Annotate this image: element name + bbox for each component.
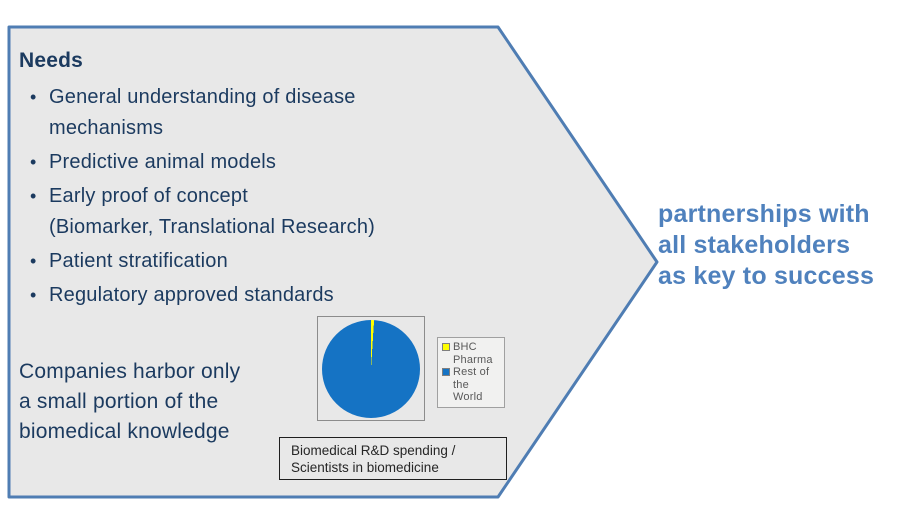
chart-caption-box: Biomedical R&D spending / Scientists in … bbox=[279, 437, 507, 480]
bullet-text: Patient stratification bbox=[49, 250, 228, 272]
needs-block: Needs • General understanding of disease… bbox=[19, 46, 459, 314]
right-arrow-outline bbox=[7, 25, 659, 499]
bullet-marker: • bbox=[30, 251, 37, 271]
bullet-text: General understanding of disease mechani… bbox=[49, 86, 356, 139]
legend-swatch-bhc-pharma bbox=[442, 343, 450, 351]
bullet-marker: • bbox=[30, 152, 37, 172]
bullet-item: • Patient stratification bbox=[19, 246, 459, 277]
bullet-item: • Regulatory approved standards bbox=[19, 280, 459, 311]
legend-label: BHC Pharma bbox=[453, 341, 493, 366]
bullet-marker: • bbox=[30, 87, 37, 107]
legend-item-bhc-pharma: BHC Pharma bbox=[442, 341, 501, 366]
needs-title: Needs bbox=[19, 49, 84, 72]
bullet-marker: • bbox=[30, 285, 37, 305]
pie-legend: BHC Pharma Rest of the World bbox=[437, 337, 505, 408]
bullet-text: Regulatory approved standards bbox=[49, 284, 334, 306]
bullet-marker: • bbox=[30, 186, 37, 206]
legend-item-rest-of-world: Rest of the World bbox=[442, 366, 501, 404]
legend-swatch-rest-of-world bbox=[442, 368, 450, 376]
bullet-text: Early proof of concept (Biomarker, Trans… bbox=[49, 185, 376, 238]
pie-chart bbox=[322, 319, 420, 418]
legend-label: Rest of the World bbox=[453, 366, 490, 403]
pie-chart-frame bbox=[317, 316, 425, 421]
needs-bullet-list: • General understanding of disease mecha… bbox=[19, 82, 459, 311]
bullet-item: • Early proof of concept (Biomarker, Tra… bbox=[19, 181, 459, 243]
bullet-item: • Predictive animal models bbox=[19, 147, 459, 178]
partnerships-callout: partnerships with all stakeholders as ke… bbox=[658, 200, 875, 290]
companies-note: Companies harbor only a small portion of… bbox=[19, 360, 241, 443]
bullet-text: Predictive animal models bbox=[49, 151, 277, 173]
bullet-item: • General understanding of disease mecha… bbox=[19, 82, 459, 144]
